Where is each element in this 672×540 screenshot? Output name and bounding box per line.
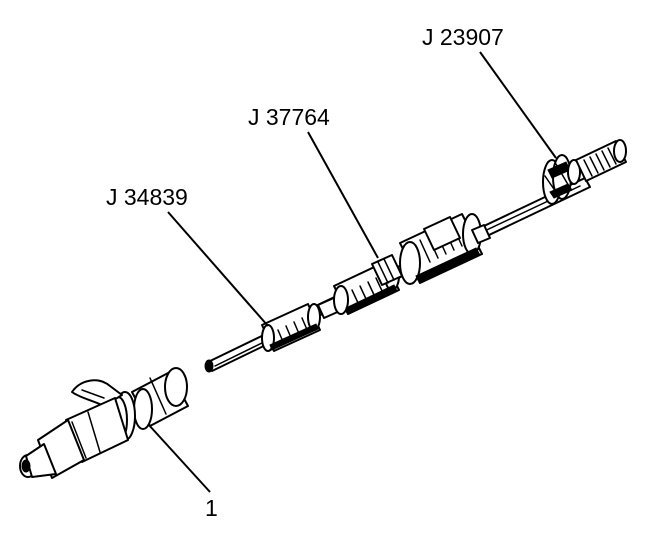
callout-j34839: J 34839: [106, 184, 188, 210]
leader-j37764: [307, 131, 379, 259]
slide-hammer-j23907: [542, 139, 627, 205]
nozzle-housing: [19, 367, 189, 479]
leader-item1: [147, 423, 211, 493]
adapter-j37764: [333, 254, 403, 315]
callout-item-1: 1: [205, 495, 218, 521]
adapter-j34839: [261, 303, 321, 352]
slide-hammer-weight: [399, 213, 491, 285]
callout-j37764: J 37764: [248, 104, 330, 130]
callout-j23907: J 23907: [422, 24, 504, 50]
leader-j23907: [479, 51, 557, 159]
leader-j34839: [167, 211, 269, 327]
